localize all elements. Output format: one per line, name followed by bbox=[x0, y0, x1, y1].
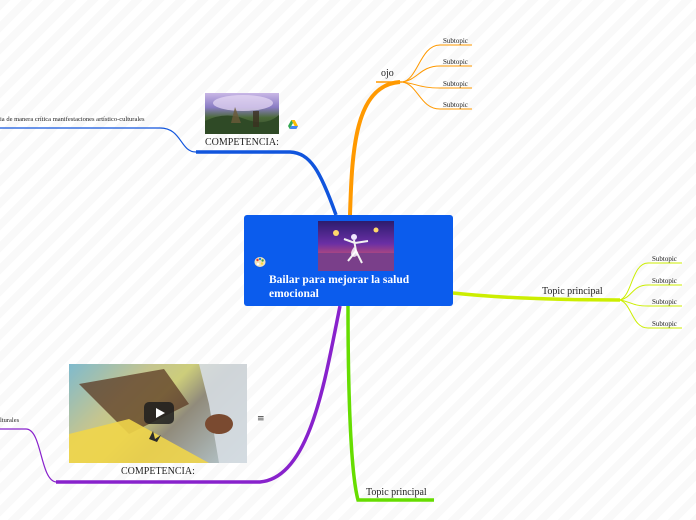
subtopic-ojo-4[interactable]: Subtopic bbox=[443, 101, 468, 109]
central-topic-title: Bailar para mejorar la salud emocional bbox=[269, 274, 410, 300]
landscape-painting-image[interactable] bbox=[205, 93, 279, 134]
play-button[interactable] bbox=[144, 402, 174, 424]
landscape-painting-art bbox=[205, 95, 279, 134]
subtopic-right-1[interactable]: Subtopic bbox=[652, 255, 677, 263]
subtopic-ojo-1[interactable]: Subtopic bbox=[443, 37, 468, 45]
video-thumbnail[interactable] bbox=[69, 364, 247, 463]
connector-ojo bbox=[348, 80, 401, 216]
dancer-photo bbox=[318, 221, 394, 271]
subtopic-right-4[interactable]: Subtopic bbox=[652, 320, 677, 328]
topic-competencia-bottom[interactable]: COMPETENCIA: bbox=[121, 466, 195, 477]
subtopic-right-2[interactable]: Subtopic bbox=[652, 277, 677, 285]
topic-principal-bottom[interactable]: Topic principal bbox=[366, 487, 427, 498]
connector-right-sub2 bbox=[619, 284, 682, 301]
connector-ojo-sub2 bbox=[401, 65, 472, 83]
connector-right-topic bbox=[452, 291, 621, 302]
connector-bottom-topic bbox=[346, 305, 434, 502]
palette-icon[interactable] bbox=[254, 255, 266, 267]
topic-competencia-top[interactable]: COMPETENCIA: bbox=[205, 137, 279, 148]
subtopic-right-3[interactable]: Subtopic bbox=[652, 298, 677, 306]
connector-competencia-bottom-child bbox=[0, 428, 57, 483]
connector-competencia-top-child bbox=[0, 127, 197, 153]
connector-ojo-sub1 bbox=[401, 44, 472, 83]
connector-competencia-bottom bbox=[56, 305, 342, 484]
central-topic[interactable]: Bailar para mejorar la salud emocional bbox=[244, 215, 453, 306]
connector-right-sub3 bbox=[619, 299, 682, 307]
competencia-bottom-child[interactable]: lturales bbox=[0, 417, 20, 424]
topic-ojo[interactable]: ojo bbox=[381, 68, 394, 79]
competencia-top-child[interactable]: ia de manera crítica manifestaciones art… bbox=[0, 116, 145, 123]
connector-right-sub4 bbox=[619, 299, 682, 329]
google-drive-icon[interactable] bbox=[288, 116, 298, 129]
subtopic-ojo-2[interactable]: Subtopic bbox=[443, 58, 468, 66]
connector-right-sub1 bbox=[619, 262, 682, 301]
subtopic-ojo-3[interactable]: Subtopic bbox=[443, 80, 468, 88]
topic-principal-right[interactable]: Topic principal bbox=[542, 286, 603, 297]
connector-ojo-sub3 bbox=[401, 81, 472, 89]
notes-icon[interactable]: ≡ bbox=[257, 414, 265, 424]
connector-ojo-sub4 bbox=[401, 81, 472, 110]
connector-competencia-top bbox=[196, 150, 338, 216]
